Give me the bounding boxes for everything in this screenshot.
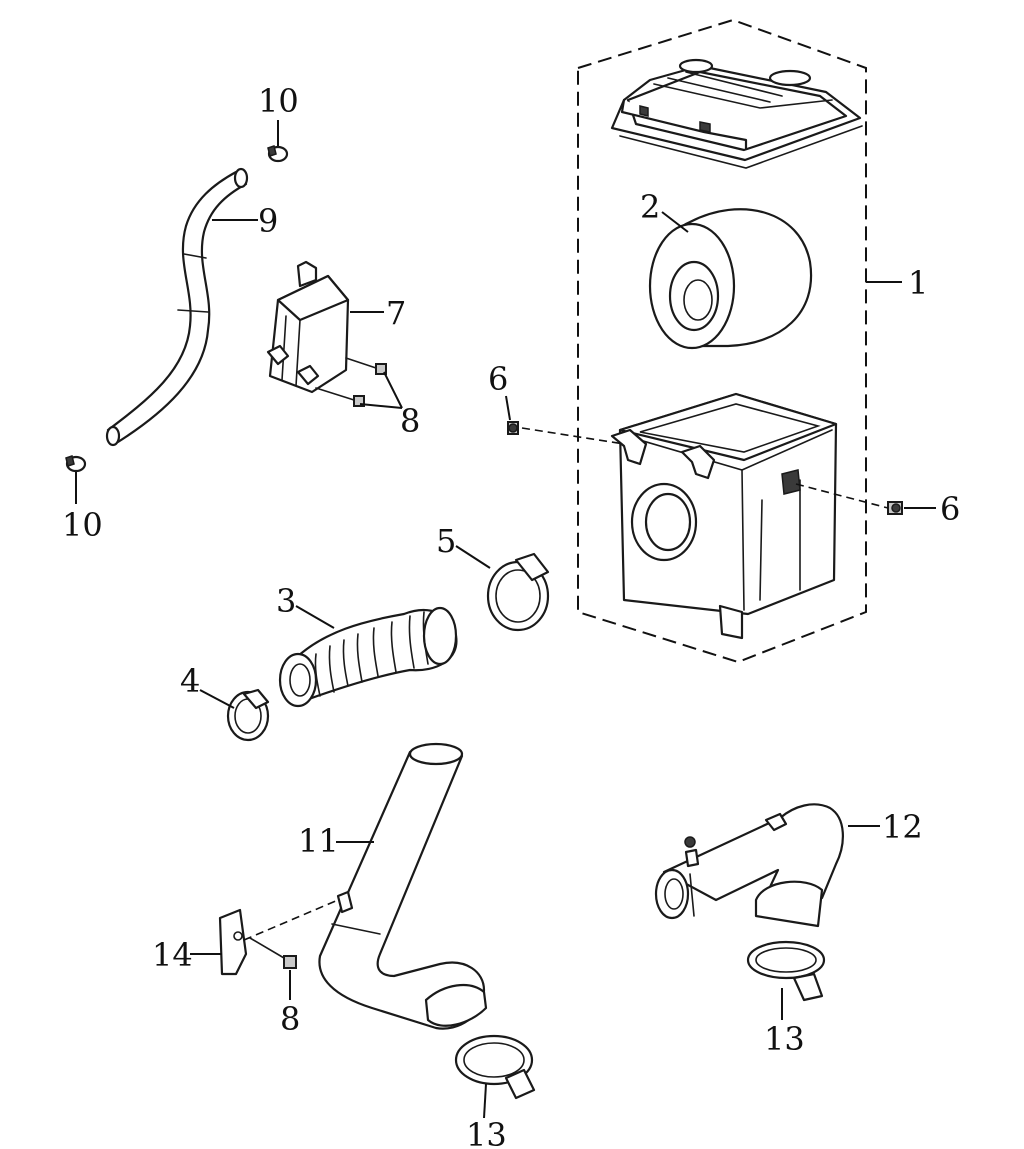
hose-clip-bottom xyxy=(65,455,87,473)
callout-5: 5 xyxy=(436,522,456,560)
bolt-breather-2 xyxy=(315,387,365,407)
air-filter-element xyxy=(648,208,813,350)
screw-right-dashline xyxy=(795,483,889,509)
callout-8-upper: 8 xyxy=(400,402,420,440)
airbox-cover xyxy=(610,58,863,169)
callout-12: 12 xyxy=(882,808,923,846)
callout-10-top: 10 xyxy=(258,82,299,120)
callout-14: 14 xyxy=(152,936,193,974)
callout-1: 1 xyxy=(908,264,928,302)
intake-boot xyxy=(278,606,458,708)
hose-clamp-small xyxy=(226,688,270,742)
callout-8-lower: 8 xyxy=(280,1000,300,1038)
callout-3: 3 xyxy=(276,582,296,620)
airbox-housing xyxy=(610,392,838,640)
bolt-bracket xyxy=(249,937,297,969)
callout-9: 9 xyxy=(258,202,278,240)
intake-tube xyxy=(654,803,844,928)
hose-clamp-13-right xyxy=(746,940,826,1002)
bolt-breather-1 xyxy=(345,357,387,375)
intake-duct xyxy=(318,742,488,1030)
callout-13-left: 13 xyxy=(466,1116,507,1149)
callout-13-right: 13 xyxy=(764,1020,805,1058)
hose-clamp-13-left xyxy=(454,1034,536,1100)
callout-6-right: 6 xyxy=(940,490,960,528)
hose-clamp-large xyxy=(486,552,550,632)
bracket-dashline xyxy=(243,899,339,941)
assembly-1-boundary xyxy=(577,18,867,664)
callout-2: 2 xyxy=(640,188,660,226)
screw-upper-dashline xyxy=(521,427,625,445)
hose-clip-top xyxy=(267,145,289,163)
mounting-bracket xyxy=(218,908,248,976)
breather-hose xyxy=(105,167,249,447)
callout-10-bottom: 10 xyxy=(62,506,103,544)
callout-7: 7 xyxy=(386,294,406,332)
screw-upper xyxy=(507,421,519,435)
screw-right xyxy=(887,501,903,515)
callout-11: 11 xyxy=(298,822,339,860)
callout-4: 4 xyxy=(180,662,200,700)
callout-6-upper: 6 xyxy=(488,360,508,398)
leader-lines xyxy=(75,120,936,1119)
breather-box xyxy=(266,260,350,394)
